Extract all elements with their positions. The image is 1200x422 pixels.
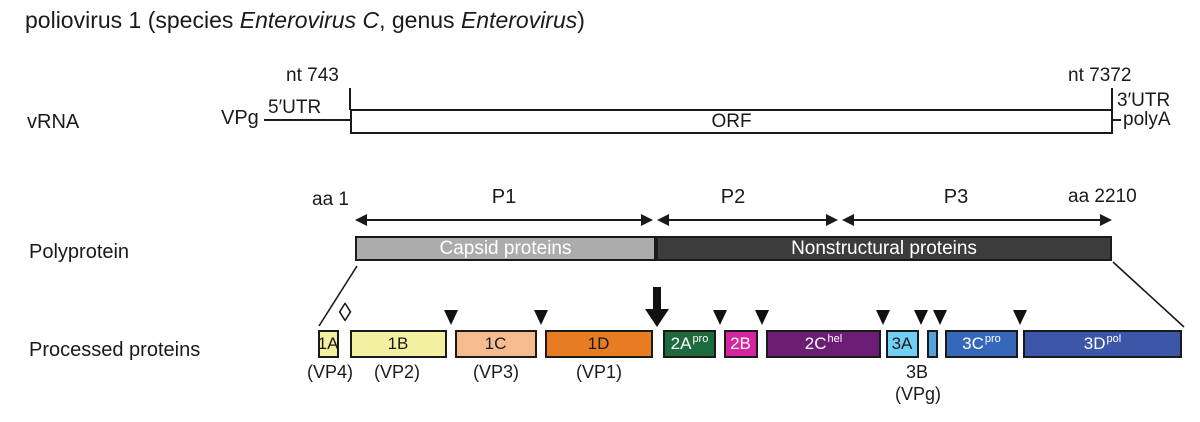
protein-name: 1D [587,334,610,353]
arrowhead-left-icon [355,213,367,226]
aa-start-label: aa 1 [312,189,349,210]
protein-box-3d: 3Dpol [1023,330,1182,358]
nt-end-label: nt 7372 [1068,65,1132,86]
p3-range-arrow [842,213,1112,226]
title-species-italic: Enterovirus C [239,7,380,33]
vpg-line [264,119,350,121]
arrow-line [669,218,826,221]
p3-region-label: P3 [943,186,969,208]
protein-superscript: pro [692,333,709,346]
cleavage-triangle-icon [1013,310,1027,325]
protein-box-label: 2Chel [805,334,842,354]
aa-end-label: aa 2210 [1068,186,1137,207]
orf-label: ORF [711,110,752,132]
protein-box-label: 1C [485,334,508,354]
protein-box-1a: 1A [318,330,339,358]
protein-box-2b: 2B [724,330,758,358]
protein-box-label: 2B [730,334,752,354]
figure-title: poliovirus 1 (species Enterovirus C, gen… [25,7,585,33]
vp2-sub-label: (VP2) [373,362,421,382]
cleavage-triangle-icon [713,310,727,325]
protein-box-3c: 3Cpro [945,330,1018,358]
title-suffix: ) [577,7,585,33]
3b-sub-label: 3B [905,362,929,382]
connector-line-right [1112,261,1185,328]
polya-tick [1112,119,1121,121]
p1-range-arrow [355,213,653,226]
protein-name: 2B [730,334,751,353]
protein-name: 3D [1083,334,1106,353]
protein-superscript: pol [1106,333,1122,346]
protein-box-1b: 1B [350,330,447,358]
cleavage-triangle-icon [933,310,947,325]
protein-name: 1B [387,334,409,353]
vpg-sub-label: (VPg) [894,384,942,404]
protein-box-label: 1A [318,334,340,354]
nt-start-label: nt 743 [286,65,339,86]
arrowhead-left-icon [842,213,854,226]
protein-box-3a: 3A [886,330,919,358]
protein-box-label: 2Apro [671,334,709,354]
cleavage-triangle-icon [914,310,928,325]
title-genus-italic: Enterovirus [460,7,578,33]
p2-region-label: P2 [720,186,746,208]
protein-box-label: 3A [892,334,914,354]
p2-range-arrow [657,213,838,226]
p1-region-label: P1 [491,186,517,208]
utr5-label: 5′UTR [268,97,322,118]
bold-cleavage-arrow-icon [645,309,669,327]
title-middle: , genus [379,7,461,33]
arrowhead-right-icon [641,213,653,226]
protein-name: 2C [804,334,827,353]
protein-box-label: 3Cpro [962,334,1001,354]
arrow-line [367,218,641,221]
polyprotein-row-label: Polyprotein [29,241,130,263]
protein-name: 2A [670,334,692,353]
arrow-line [854,218,1100,221]
processed-row-label: Processed proteins [29,339,201,361]
nt-start-tick [349,88,351,110]
orf-box: ORF [350,109,1113,134]
title-prefix: poliovirus 1 (species [25,7,240,33]
arrowhead-left-icon [657,213,669,226]
protein-box-label: 1D [588,334,611,354]
vrna-row-label: vRNA [27,111,80,133]
capsid-proteins-label: Capsid proteins [439,237,572,259]
bold-cleavage-arrow-icon [653,287,661,311]
protein-box-2c: 2Chel [766,330,881,358]
protein-name: 1A [317,334,339,353]
protein-name: 3C [962,334,984,353]
nt-end-tick [1111,88,1113,110]
cleavage-triangle-icon [876,310,890,325]
protein-box-label: 3Dpol [1084,334,1121,354]
cleavage-triangle-icon [534,310,548,325]
arrowhead-right-icon [826,213,838,226]
capsid-proteins-box: Capsid proteins [355,236,656,261]
protein-superscript: hel [827,333,843,346]
arrowhead-right-icon [1100,213,1112,226]
cleavage-triangle-icon [444,310,458,325]
vp1-sub-label: (VP1) [575,362,623,382]
protein-box-1c: 1C [455,330,537,358]
protein-box-1d: 1D [545,330,653,358]
protein-name: 1C [484,334,507,353]
protein-box-3b [927,330,938,358]
nonstructural-proteins-label: Nonstructural proteins [791,237,977,259]
cleavage-triangle-icon [755,310,769,325]
maturation-diamond-icon: ◊ [338,297,352,327]
vp4-sub-label: (VP4) [306,362,354,382]
protein-name: 3A [891,334,913,353]
vpg-label: VPg [221,107,259,129]
protein-box-label: 1B [388,334,410,354]
protein-superscript: pro [984,333,1001,346]
vp3-sub-label: (VP3) [472,362,520,382]
utr3-label: 3′UTR [1117,90,1171,111]
nonstructural-proteins-box: Nonstructural proteins [656,236,1112,261]
protein-box-2a: 2Apro [663,330,716,358]
polya-label: polyA [1123,109,1171,130]
